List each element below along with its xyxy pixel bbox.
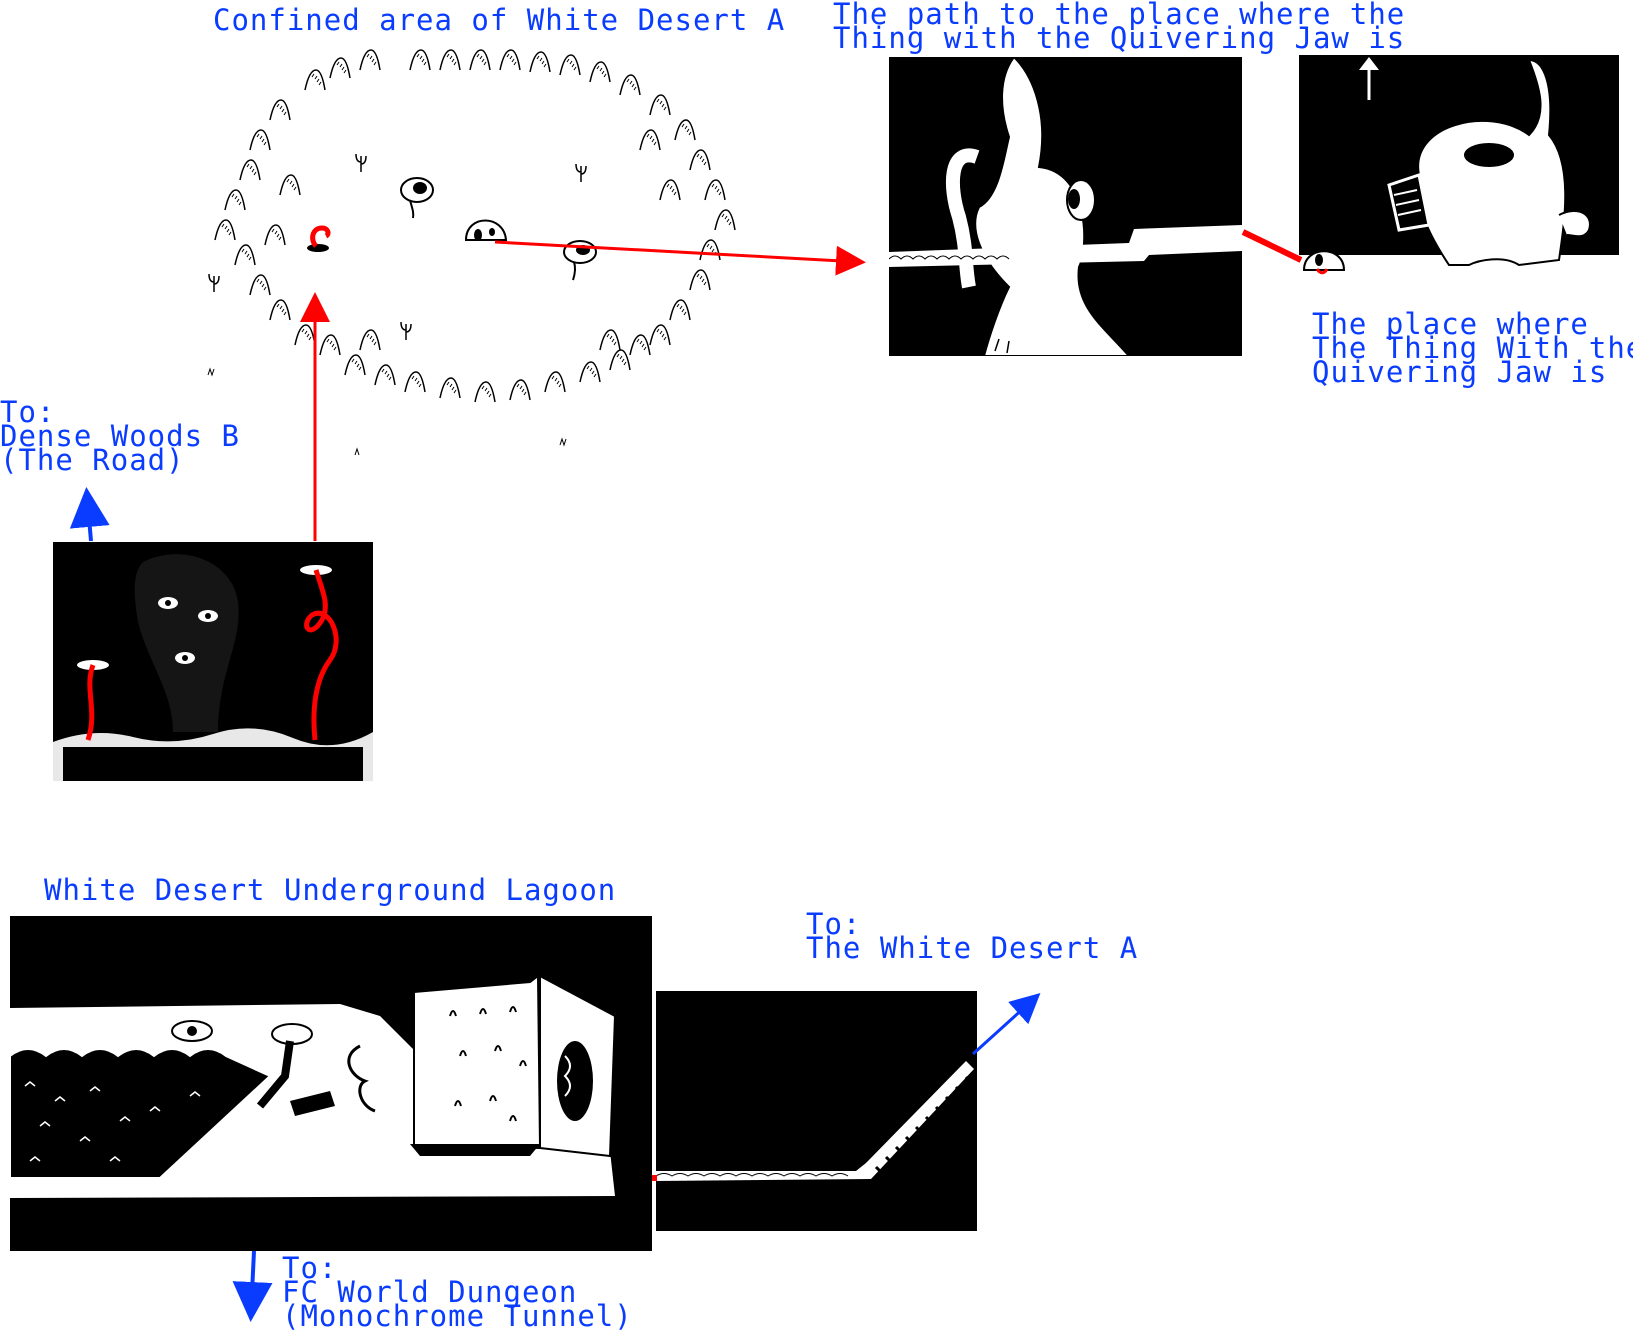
to-fc-world-line-1: To: [282,1251,338,1285]
skull-hut-entrance[interactable] [464,219,508,242]
place-label-line-3: Quivering Jaw is [1312,355,1608,389]
red-worm-hole[interactable] [307,225,331,252]
eye-creature-2 [563,240,597,281]
connector-path-to-place [1241,229,1303,263]
to-white-desert-line-2: The White Desert A [806,931,1139,965]
to-fc-world-line-2: FC World Dungeon [282,1275,578,1309]
arrow-hut-to-path [494,240,866,276]
panel-quivering-jaw [1299,55,1619,290]
arrow-to-dense-woods [69,487,110,542]
panel-worm-room [53,542,373,781]
confined-desert-map [207,49,736,456]
to-dense-woods-line-2: Dense Woods B [0,419,240,453]
to-dense-woods-line-3: (The Road) [0,443,185,477]
path-title-line-1: The path to the place where the [833,0,1406,31]
arrow-to-white-desert [971,992,1041,1056]
cacti [208,153,587,341]
path-title-line-2: Thing with the Quivering Jaw is [833,21,1406,55]
panel-passage-to-white-desert [656,991,977,1231]
to-white-desert-line-1: To: [806,907,862,941]
to-dense-woods-line-1: To: [0,395,56,429]
eye-creature-1 [400,177,434,219]
dune-ring [214,49,736,403]
arrow-to-fc-world [232,1250,273,1322]
confined-area-title: Confined area of White Desert A [213,3,786,37]
place-label-line-2: The Thing With the [1312,331,1633,365]
to-fc-world-line-3: (Monochrome Tunnel) [282,1299,633,1333]
grass-tufts [207,367,567,456]
panel-path-to-jaw [889,57,1242,356]
lagoon-title: White Desert Underground Lagoon [44,873,617,907]
place-label-line-1: The place where [1312,307,1589,341]
panel-underground-lagoon [10,916,652,1251]
